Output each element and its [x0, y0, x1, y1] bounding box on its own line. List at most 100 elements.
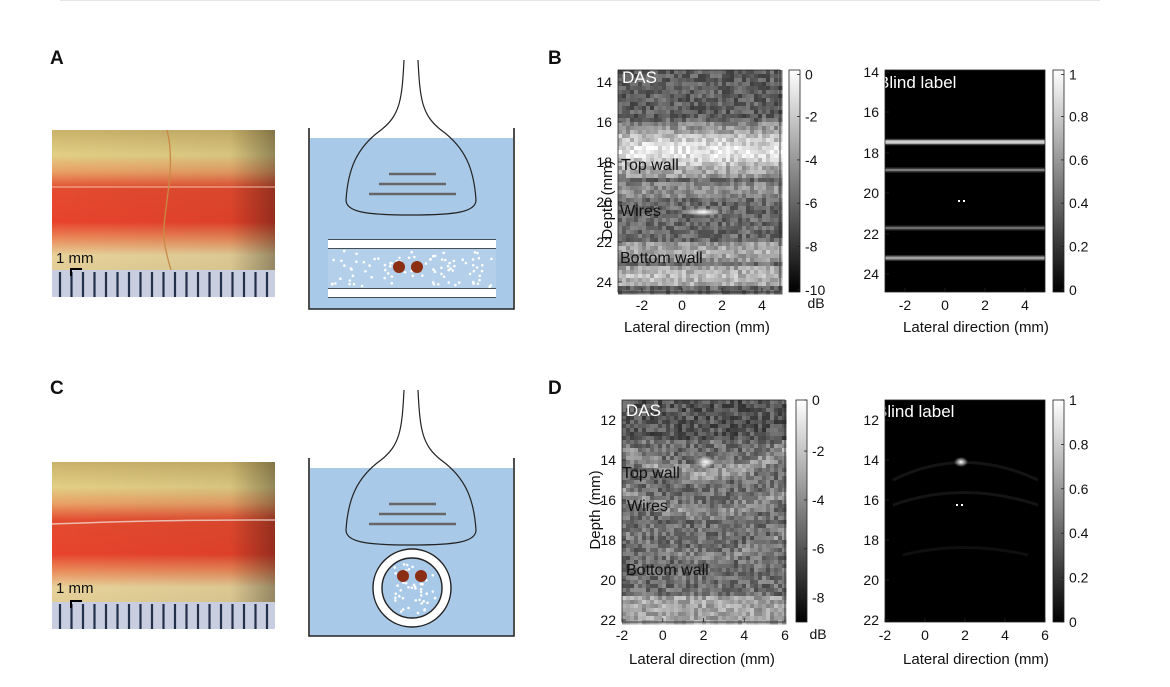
x-tick-label: 2 — [718, 297, 726, 313]
blind-label-image-row2: Blind label 12 14 16 18 20 22-2 0 2 4 6 1 0.8 0.6 0.4… — [863, 392, 1089, 668]
y-tick-label: 16 — [863, 492, 879, 508]
colorbar — [795, 399, 808, 623]
x-axis-label: Lateral direction (mm) — [624, 319, 770, 336]
scale-label: 1 mm — [56, 580, 94, 597]
y-tick-label: 18 — [600, 532, 616, 548]
y-tick-label: 20 — [863, 185, 879, 201]
y-axis-label: Depth (mm) — [599, 160, 616, 239]
top-divider — [60, 0, 1100, 1]
colorbar-tick-label: -10 — [805, 282, 825, 298]
y-tick-label: 22 — [600, 612, 616, 628]
colorbar — [1052, 399, 1065, 623]
y-tick-label: 20 — [863, 572, 879, 588]
x-tick-label: 0 — [941, 297, 949, 313]
y-tick-label: 14 — [596, 74, 612, 90]
colorbar-tick-label: -2 — [805, 109, 818, 125]
y-tick-label: 22 — [863, 612, 879, 628]
colorbar-unit: dB — [807, 295, 824, 311]
blind-title: Blind label — [876, 402, 954, 421]
panel-label-b: B — [548, 48, 562, 69]
x-tick-label: -2 — [616, 627, 629, 643]
label-bottom-wall: Bottom wall — [620, 250, 703, 267]
schematic-straight-vessel — [308, 59, 515, 310]
x-tick-label: 2 — [700, 627, 708, 643]
photo-straight-vessel: 1 mm — [52, 129, 275, 298]
y-tick-label: 16 — [863, 104, 879, 120]
label-top-wall: Top wall — [622, 465, 680, 482]
blind-title: Blind label — [878, 73, 956, 92]
label-top-wall: Top wall — [621, 157, 679, 174]
x-axis-label: Lateral direction (mm) — [903, 319, 1049, 336]
y-tick-label: 20 — [596, 194, 612, 210]
colorbar-tick-label: 0 — [1069, 282, 1077, 298]
panel-label-c: C — [50, 378, 64, 399]
x-tick-label: 0 — [678, 297, 686, 313]
panel-label-a: A — [50, 48, 64, 69]
colorbar-tick-label: 0.4 — [1069, 525, 1089, 541]
colorbar-tick-label: 0.2 — [1069, 570, 1089, 586]
y-tick-label: 14 — [600, 452, 616, 468]
y-tick-label: 16 — [600, 492, 616, 508]
das-image-row1: DAS Top wall Wires Bottom wall 141618202… — [596, 66, 825, 336]
colorbar-tick-label: 0 — [805, 66, 813, 82]
y-tick-label: 24 — [863, 266, 879, 282]
colorbar — [788, 69, 801, 293]
colorbar-tick-label: -2 — [812, 443, 825, 459]
colorbar-tick-label: 1 — [1069, 392, 1077, 408]
x-tick-label: 4 — [1021, 297, 1029, 313]
colorbar-tick-label: 0.4 — [1069, 195, 1089, 211]
y-tick-label: 18 — [596, 154, 612, 170]
x-tick-label: -2 — [636, 297, 649, 313]
y-tick-label: 12 — [863, 412, 879, 428]
x-tick-label: 2 — [981, 297, 989, 313]
y-tick-label: 14 — [863, 452, 879, 468]
colorbar-tick-label: 0.8 — [1069, 109, 1089, 125]
y-tick-label: 16 — [596, 114, 612, 130]
colorbar-tick-label: 0.6 — [1069, 152, 1089, 168]
x-tick-label: -2 — [879, 627, 892, 643]
y-tick-label: 20 — [600, 572, 616, 588]
x-tick-label: 0 — [659, 627, 667, 643]
label-wires: Wires — [627, 498, 668, 515]
x-tick-label: 6 — [781, 627, 789, 643]
y-tick-label: 22 — [596, 234, 612, 250]
y-axis-label: Depth (mm) — [587, 470, 604, 549]
colorbar-tick-label: -6 — [805, 195, 818, 211]
das-title: DAS — [626, 401, 661, 420]
colorbar-tick-label: -4 — [805, 152, 818, 168]
colorbar — [1052, 69, 1065, 293]
y-tick-label: 18 — [863, 532, 879, 548]
das-title: DAS — [622, 68, 657, 87]
x-tick-label: 6 — [1041, 627, 1049, 643]
colorbar-tick-label: 0 — [1069, 614, 1077, 630]
y-tick-label: 14 — [863, 64, 879, 80]
scale-label: 1 mm — [56, 250, 94, 267]
colorbar-tick-label: -8 — [812, 590, 825, 606]
colorbar-tick-label: 0.2 — [1069, 238, 1089, 254]
y-tick-label: 12 — [600, 412, 616, 428]
photo-tube-vessel: 1 mm — [51, 462, 276, 629]
colorbar-tick-label: 0.6 — [1069, 481, 1089, 497]
x-tick-label: 0 — [921, 627, 929, 643]
colorbar-tick-label: 1 — [1069, 66, 1077, 82]
x-axis-label: Lateral direction (mm) — [629, 651, 775, 668]
colorbar-tick-label: -8 — [805, 238, 818, 254]
label-wires: Wires — [620, 203, 661, 220]
y-tick-label: 18 — [863, 145, 879, 161]
y-tick-label: 24 — [596, 274, 612, 290]
das-image-row2: DAS Top wall Wires Bottom wall 12 14 16 18 2… — [587, 392, 827, 668]
schematic-tube-vessel — [308, 389, 515, 637]
x-tick-label: 4 — [740, 627, 748, 643]
x-axis-label: Lateral direction (mm) — [903, 651, 1049, 668]
colorbar-tick-label: -4 — [812, 492, 825, 508]
x-tick-label: 4 — [758, 297, 766, 313]
x-tick-label: 4 — [1001, 627, 1009, 643]
y-tick-label: 22 — [863, 226, 879, 242]
colorbar-tick-label: 0 — [812, 392, 820, 408]
x-tick-label: -2 — [899, 297, 912, 313]
panel-label-d: D — [548, 378, 562, 399]
x-tick-label: 2 — [961, 627, 969, 643]
label-bottom-wall: Bottom wall — [626, 562, 709, 579]
colorbar-tick-label: 0.8 — [1069, 436, 1089, 452]
